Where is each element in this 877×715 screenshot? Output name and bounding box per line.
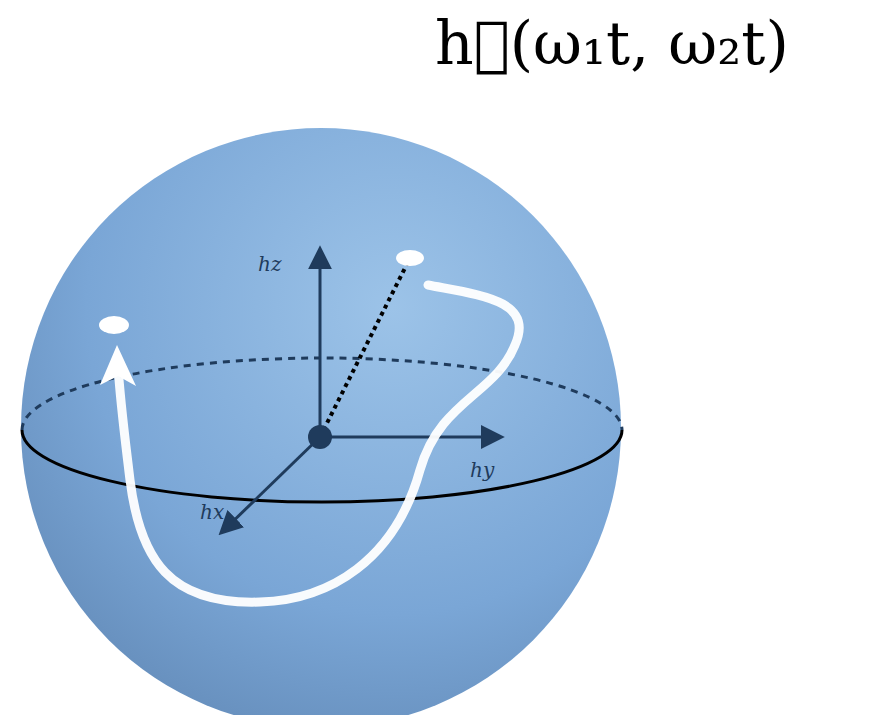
trajectory-head (100, 345, 136, 386)
sphere (21, 128, 621, 715)
axis-x (222, 437, 320, 532)
field-vector (320, 262, 408, 437)
axis-z (319, 250, 322, 437)
axis-y (320, 436, 500, 439)
axis-label: hy (470, 458, 494, 482)
field-formula: h⃗(ω₁t, ω₂t) (435, 8, 789, 78)
axis-label: hx (200, 500, 224, 524)
trajectory (118, 285, 519, 602)
end-point (396, 250, 424, 266)
axis-label: hz (258, 252, 281, 276)
start-point (99, 316, 129, 334)
origin (308, 425, 332, 449)
